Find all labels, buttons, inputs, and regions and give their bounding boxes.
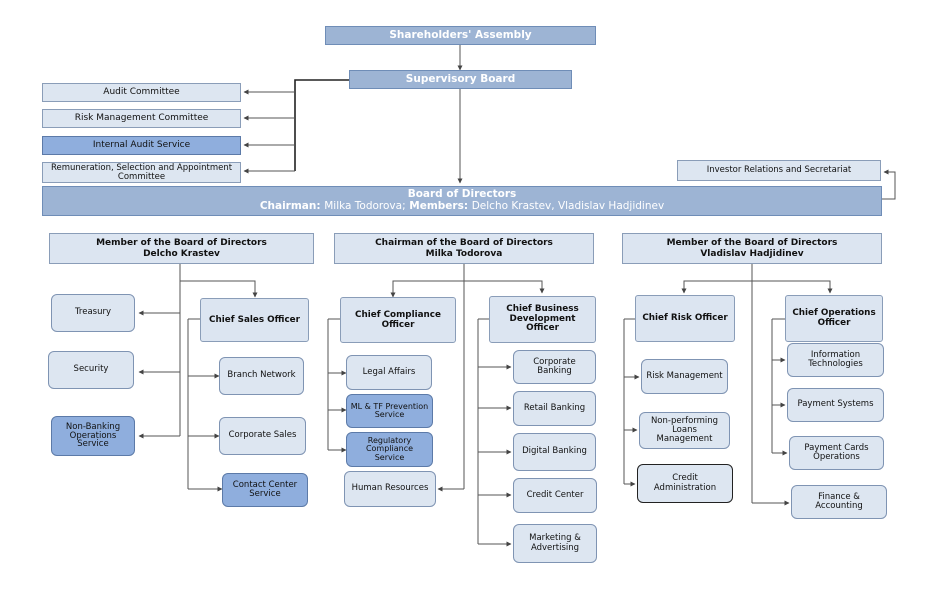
credit-administration-unit: Credit Administration	[637, 464, 733, 503]
supervisory-board-label: Supervisory Board	[405, 73, 516, 86]
digital-banking-unit: Digital Banking	[513, 433, 596, 471]
marketing-advertising-unit: Marketing & Advertising	[513, 524, 597, 563]
branch-network-label: Branch Network	[227, 370, 296, 381]
internal-audit-service-box: Internal Audit Service	[42, 136, 241, 155]
column-head-krastev-line1: Member of the Board of Directors	[96, 238, 267, 249]
credit-center-label: Credit Center	[526, 489, 584, 500]
corporate-banking-unit: Corporate Banking	[513, 350, 596, 384]
board-title: Board of Directors	[407, 188, 517, 201]
board-members-label: Members:	[409, 200, 469, 212]
security-label: Security	[73, 364, 109, 375]
remuneration-committee-box: Remuneration, Selection and Appointment …	[42, 162, 241, 183]
board-chairman-name: Milka Todorova;	[324, 200, 406, 212]
chief-compliance-officer-box: Chief Compliance Officer	[340, 297, 456, 343]
retail-banking-label: Retail Banking	[523, 402, 586, 413]
contact-center-service-unit: Contact Center Service	[222, 473, 308, 507]
risk-management-committee-label: Risk Management Committee	[74, 113, 209, 124]
finance-accounting-label: Finance & Accounting	[815, 491, 863, 511]
payment-cards-operations-label: Payment Cards Operations	[804, 442, 869, 462]
column-head-todorova: Chairman of the Board of Directors Milka…	[334, 233, 594, 264]
investor-relations-label: Investor Relations and Secretariat	[706, 164, 852, 175]
remuneration-committee-label: Remuneration, Selection and Appointment …	[50, 162, 233, 182]
npl-management-unit: Non-performing Loans Management	[639, 412, 730, 449]
chief-operations-officer-label: Chief Operations Officer	[792, 307, 876, 328]
supervisory-board-box: Supervisory Board	[349, 70, 572, 89]
payment-systems-unit: Payment Systems	[787, 388, 884, 422]
board-chairman-label: Chairman:	[259, 200, 321, 212]
board-of-directors-box: Board of Directors Chairman: Milka Todor…	[42, 186, 882, 216]
column-head-krastev: Member of the Board of Directors Delcho …	[49, 233, 314, 264]
risk-management-committee-box: Risk Management Committee	[42, 109, 241, 128]
branch-network-unit: Branch Network	[219, 357, 304, 395]
payment-systems-label: Payment Systems	[797, 399, 874, 410]
payment-cards-operations-unit: Payment Cards Operations	[789, 436, 884, 470]
column-head-krastev-line2: Delcho Krastev	[143, 248, 220, 259]
security-unit: Security	[48, 351, 134, 389]
corporate-banking-label: Corporate Banking	[533, 356, 576, 376]
shareholders-assembly-box: Shareholders' Assembly	[325, 26, 596, 45]
column-head-todorova-line2: Milka Todorova	[425, 248, 503, 259]
human-resources-unit: Human Resources	[344, 471, 436, 507]
ml-tf-prevention-unit: ML & TF Prevention Service	[346, 394, 433, 428]
treasury-unit: Treasury	[51, 294, 135, 332]
non-banking-operations-label: Non-Banking Operations Service	[65, 421, 121, 450]
column-head-hadjidinev: Member of the Board of Directors Vladisl…	[622, 233, 882, 264]
shareholders-assembly-label: Shareholders' Assembly	[389, 29, 532, 42]
npl-management-label: Non-performing Loans Management	[650, 416, 719, 444]
audit-committee-label: Audit Committee	[103, 87, 180, 98]
risk-management-unit: Risk Management	[641, 359, 728, 394]
column-head-hadjidinev-line2: Vladislav Hadjidinev	[700, 248, 804, 259]
credit-center-unit: Credit Center	[513, 478, 597, 513]
information-technologies-unit: Information Technologies	[787, 343, 884, 377]
chief-operations-officer-box: Chief Operations Officer	[785, 295, 883, 342]
legal-affairs-label: Legal Affairs	[362, 366, 416, 377]
board-members-names: Delcho Krastev, Vladislav Hadjidinev	[471, 200, 665, 212]
treasury-label: Treasury	[74, 307, 112, 318]
column-head-hadjidinev-line1: Member of the Board of Directors	[666, 238, 838, 249]
chief-business-development-officer-box: Chief Business Development Officer	[489, 296, 596, 343]
column-head-todorova-line1: Chairman of the Board of Directors	[375, 238, 553, 249]
chief-risk-officer-label: Chief Risk Officer	[642, 313, 728, 324]
chief-compliance-officer-label: Chief Compliance Officer	[355, 309, 441, 330]
non-banking-operations-unit: Non-Banking Operations Service	[51, 416, 135, 456]
human-resources-label: Human Resources	[351, 483, 429, 494]
retail-banking-unit: Retail Banking	[513, 391, 596, 426]
chief-sales-officer-label: Chief Sales Officer	[209, 314, 300, 325]
credit-administration-label: Credit Administration	[653, 473, 717, 493]
chief-business-development-officer-label: Chief Business Development Officer	[506, 303, 579, 334]
finance-accounting-unit: Finance & Accounting	[791, 485, 887, 519]
chief-sales-officer-box: Chief Sales Officer	[200, 298, 309, 342]
legal-affairs-unit: Legal Affairs	[346, 355, 432, 390]
audit-committee-box: Audit Committee	[42, 83, 241, 102]
information-technologies-label: Information Technologies	[808, 349, 863, 369]
ml-tf-prevention-label: ML & TF Prevention Service	[350, 401, 429, 419]
investor-relations-box: Investor Relations and Secretariat	[677, 160, 881, 181]
risk-management-label: Risk Management	[646, 370, 723, 381]
board-members-line: Chairman: Milka Todorova; Members: Delch…	[259, 200, 665, 213]
corporate-sales-label: Corporate Sales	[228, 430, 297, 441]
digital-banking-label: Digital Banking	[522, 446, 587, 457]
marketing-advertising-label: Marketing & Advertising	[529, 533, 581, 553]
corporate-sales-unit: Corporate Sales	[219, 417, 306, 455]
regulatory-compliance-unit: Regulatory Compliance Service	[346, 432, 433, 467]
regulatory-compliance-label: Regulatory Compliance Service	[365, 436, 414, 462]
chief-risk-officer-box: Chief Risk Officer	[635, 295, 735, 342]
contact-center-service-label: Contact Center Service	[232, 480, 298, 499]
internal-audit-service-label: Internal Audit Service	[92, 140, 191, 151]
